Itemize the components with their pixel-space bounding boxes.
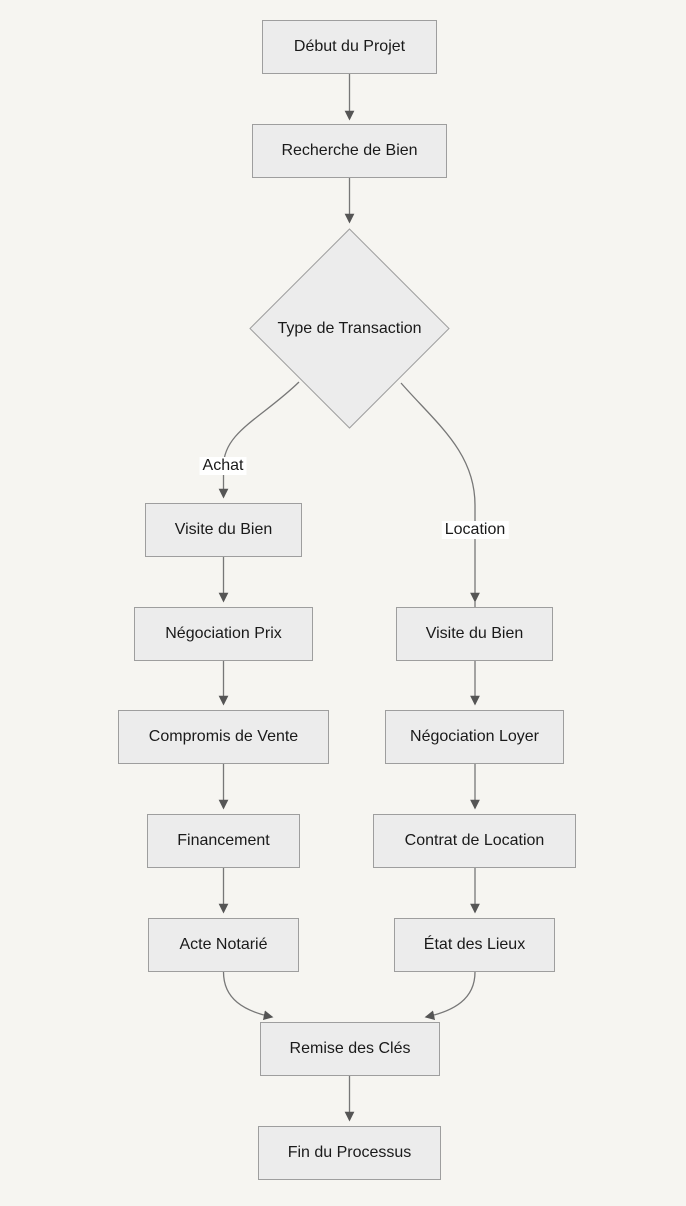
node-type-de-transaction: Type de Transaction (249, 228, 450, 429)
node-debut-du-projet: Début du Projet (262, 20, 437, 74)
edge-label-location: Location (441, 521, 509, 539)
edge-label-achat: Achat (199, 457, 247, 475)
node-negociation-prix: Négociation Prix (134, 607, 313, 661)
node-visite-du-bien-achat: Visite du Bien (145, 503, 302, 557)
edge-acte-remise (222, 971, 274, 1021)
diamond-polygon (249, 228, 450, 429)
diamond-shape (249, 228, 450, 429)
node-acte-notarie: Acte Notarié (148, 918, 299, 972)
node-compromis-de-vente: Compromis de Vente (118, 710, 329, 764)
node-financement: Financement (147, 814, 300, 868)
diamond-label: Type de Transaction (277, 319, 422, 337)
node-contrat-de-location: Contrat de Location (373, 814, 576, 868)
edge-etat-remise (424, 971, 476, 1021)
edge-type-visite-location (400, 382, 480, 603)
node-visite-du-bien-location: Visite du Bien (396, 607, 553, 661)
node-remise-des-cles: Remise des Clés (260, 1022, 440, 1076)
node-etat-des-lieux: État des Lieux (394, 918, 555, 972)
node-recherche-de-bien: Recherche de Bien (252, 124, 447, 178)
node-fin-du-processus: Fin du Processus (258, 1126, 441, 1180)
node-negociation-loyer: Négociation Loyer (385, 710, 564, 764)
